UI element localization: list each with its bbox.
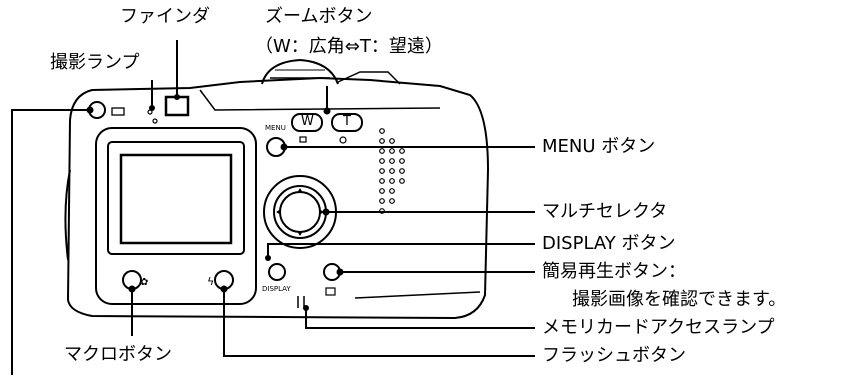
flower-icon: ✿: [140, 277, 148, 288]
label-zoom-detail: （W：広角⇔T：望遠）: [255, 36, 443, 57]
zoom-dial: [261, 58, 339, 85]
label-menu: MENU ボタン: [542, 136, 656, 157]
label-flash: フラッシュボタン: [542, 345, 686, 366]
flash-icon: ϟ: [207, 275, 214, 288]
speaker-grille: [379, 128, 405, 214]
menu-small-mark: MENU: [265, 124, 286, 132]
label-card-lamp: メモリカードアクセスランプ: [542, 317, 775, 338]
camera-body: [66, 76, 490, 320]
print-icon: [111, 107, 125, 116]
label-viewfinder: ファインダ: [120, 6, 210, 27]
label-quick-play-detail: 撮影画像を確認できます。: [572, 289, 787, 310]
label-display: DISPLAY ボタン: [542, 233, 676, 254]
label-quick-play: 簡易再生ボタン：: [542, 261, 686, 282]
label-macro: マクロボタン: [64, 344, 172, 365]
card-lamp: [297, 296, 305, 308]
lcd-bezel: [107, 141, 245, 255]
label-zoom-title: ズームボタン: [265, 6, 373, 27]
multi-selector-center: [279, 191, 321, 233]
multi-selector-ring: [273, 185, 327, 239]
camera-grip: [64, 169, 71, 261]
zoom-w-button: [291, 113, 323, 132]
zoom-w-mark: W: [301, 114, 314, 129]
lcd-outer-frame: [95, 127, 257, 305]
lcd-screen: [119, 153, 233, 245]
zoom-t-button: [331, 113, 363, 132]
label-multi-selector: マルチセレクタ: [542, 201, 668, 222]
display-small-mark: DISPLAY: [262, 285, 291, 293]
zoom-t-mark: T: [343, 114, 351, 129]
display-button: [268, 263, 286, 281]
label-self-timer: 撮影ランプ: [50, 52, 140, 73]
